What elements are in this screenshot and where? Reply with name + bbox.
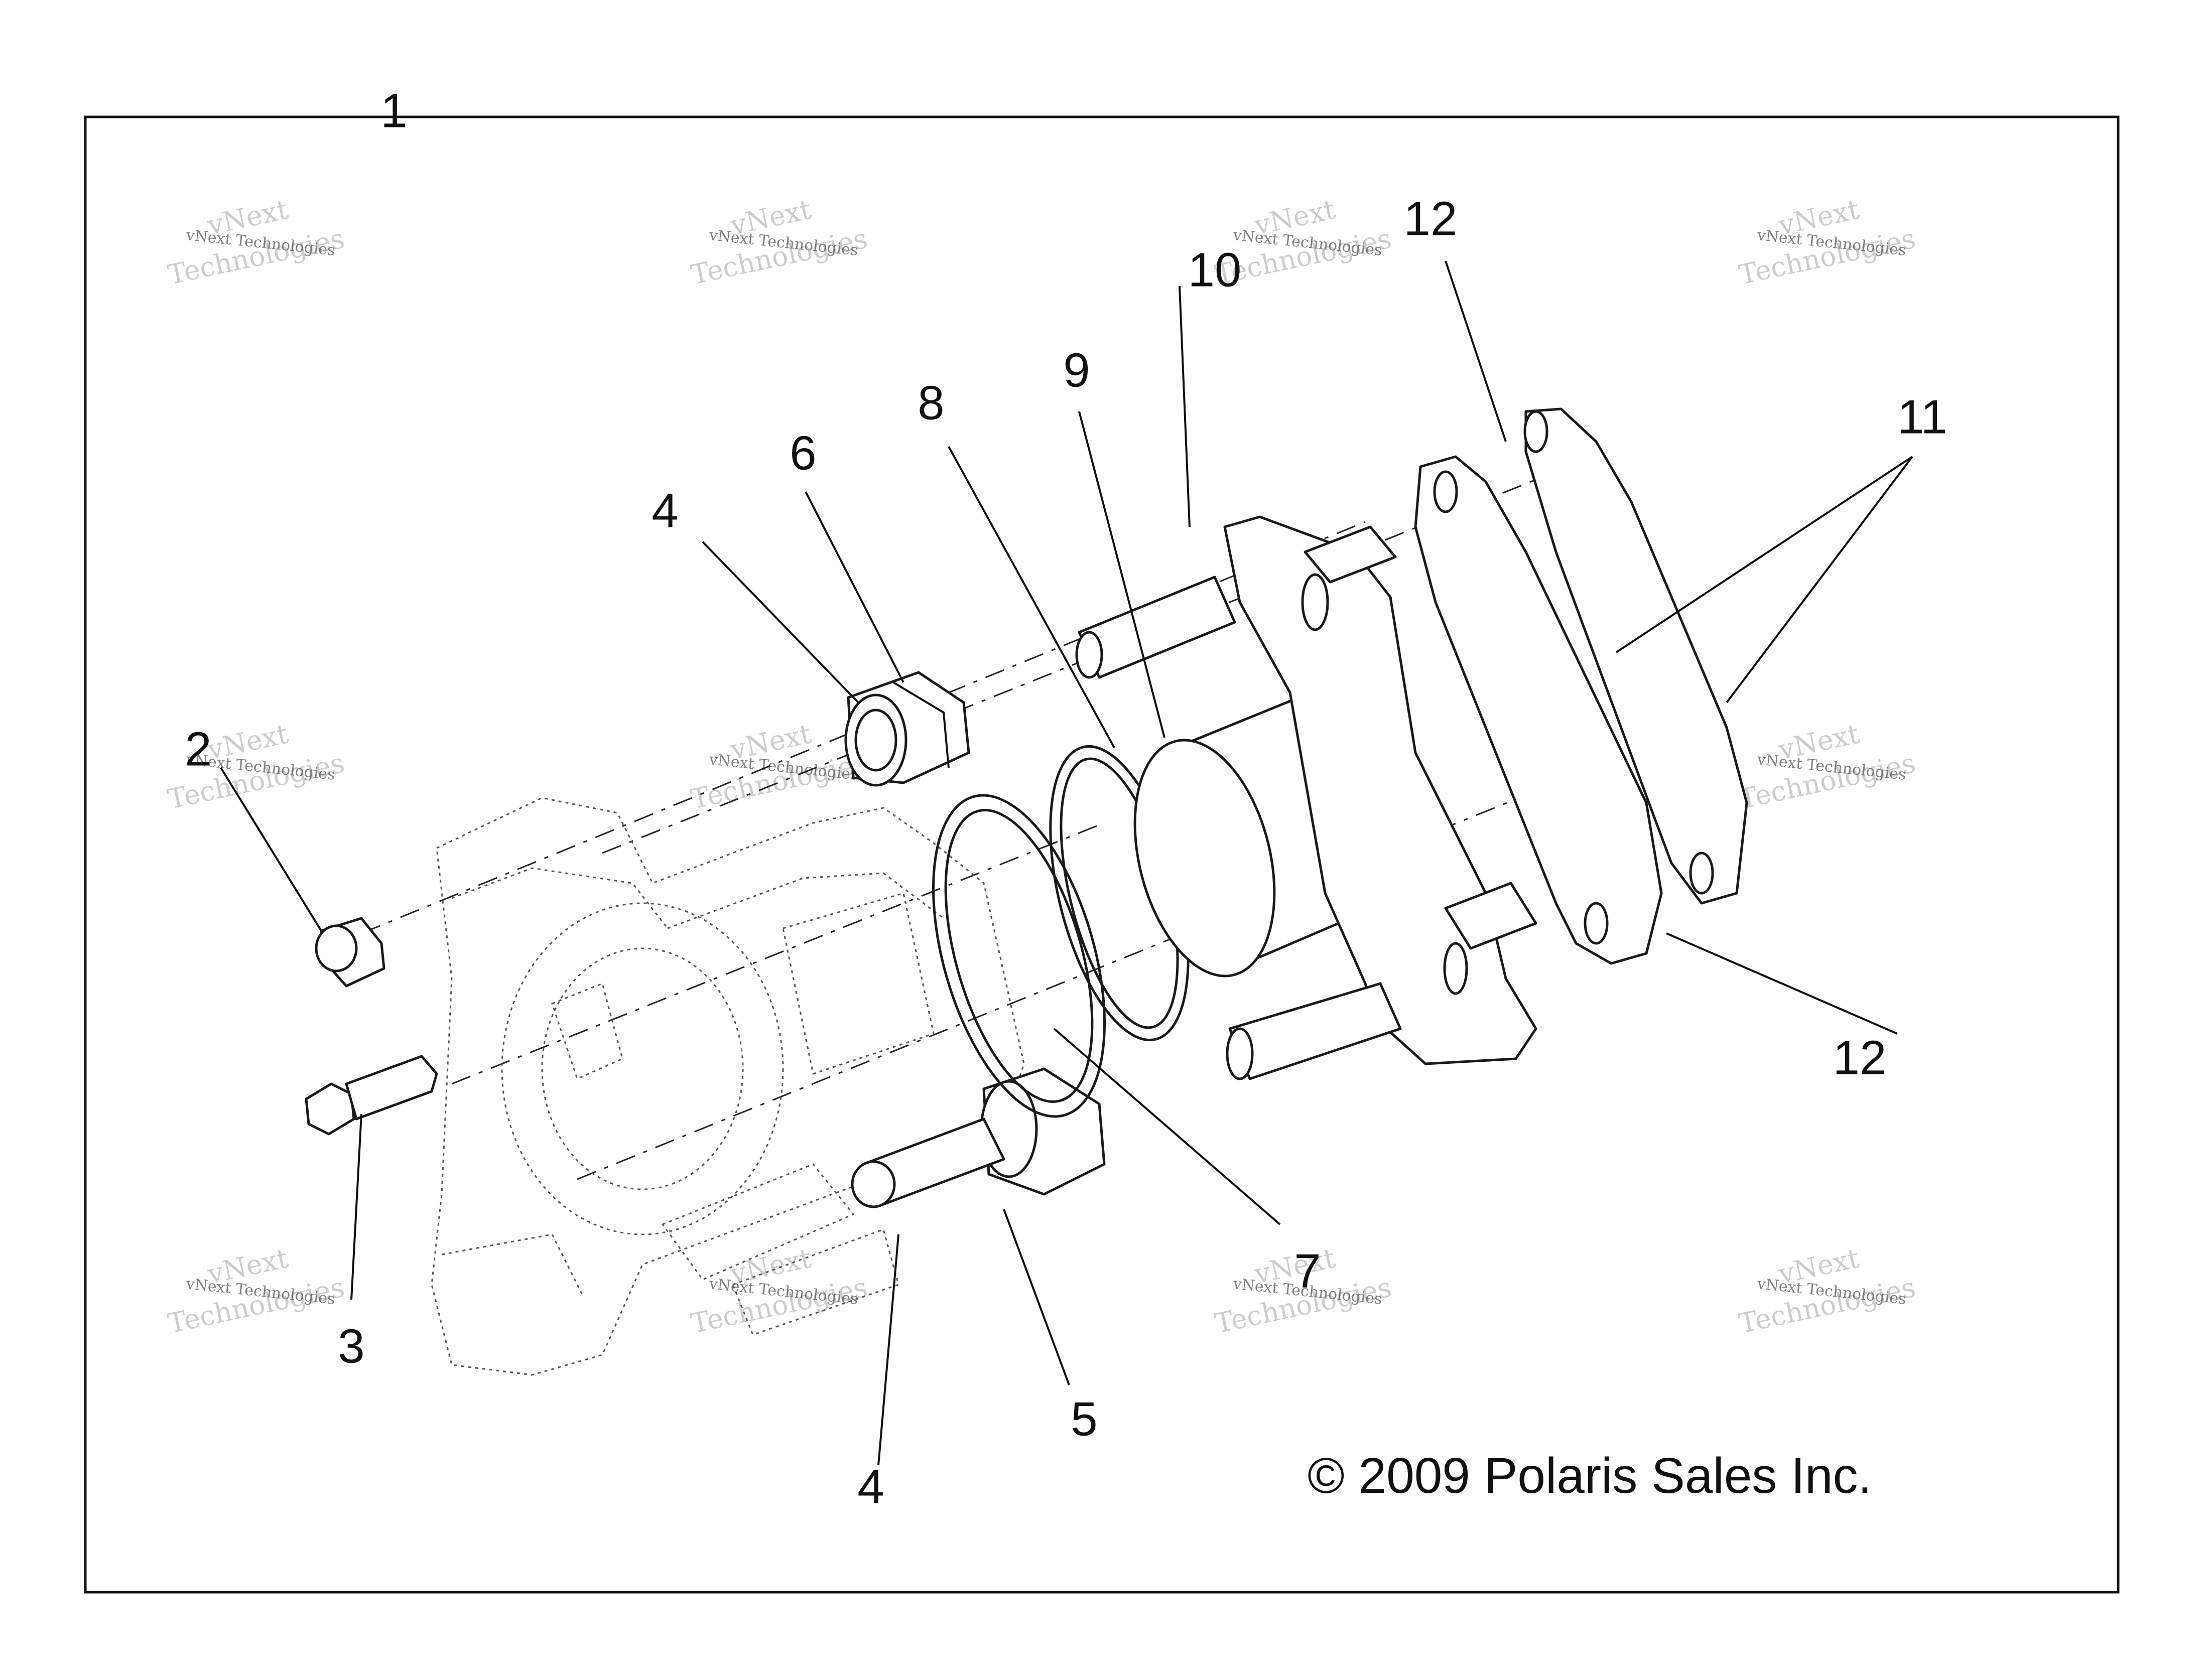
bleeder-cap — [315, 917, 385, 988]
piston-seal-outer-inner — [944, 809, 1094, 1103]
callout-8: 8 — [918, 376, 944, 430]
brake-pad-inner — [1414, 455, 1663, 965]
callout-4-upper: 4 — [652, 484, 678, 537]
diagram-frame — [84, 115, 2120, 1594]
callout-7: 7 — [1294, 1244, 1321, 1298]
callout-12-bottom: 12 — [1833, 1031, 1887, 1084]
callout-3: 3 — [338, 1319, 364, 1373]
brake-pad-outer — [1523, 407, 1748, 905]
callout-5: 5 — [1071, 1392, 1097, 1446]
callout-10: 10 — [1188, 243, 1242, 297]
callout-11: 11 — [1897, 390, 1948, 444]
callout-4-lower: 4 — [857, 1460, 884, 1513]
leader-lines — [220, 260, 1913, 1466]
caliper-body — [431, 797, 1025, 1376]
callout-12-top: 12 — [1404, 192, 1458, 245]
lower-pin-boot — [851, 1067, 1106, 1208]
callout-1: 1 — [380, 84, 407, 137]
piston-seal-outer — [932, 794, 1106, 1118]
callout-6: 6 — [790, 426, 816, 480]
bleeder-screw — [305, 1055, 438, 1136]
callout-9: 9 — [1063, 343, 1090, 397]
callout-2: 2 — [185, 722, 211, 776]
caliper-bracket — [1075, 515, 1537, 1080]
upper-pin-boot — [844, 671, 970, 787]
callout-labels: 1 2 3 4 4 5 6 7 8 9 10 11 12 12 — [185, 84, 1948, 1513]
copyright-notice: © 2009 Polaris Sales Inc. — [1308, 1448, 1872, 1504]
